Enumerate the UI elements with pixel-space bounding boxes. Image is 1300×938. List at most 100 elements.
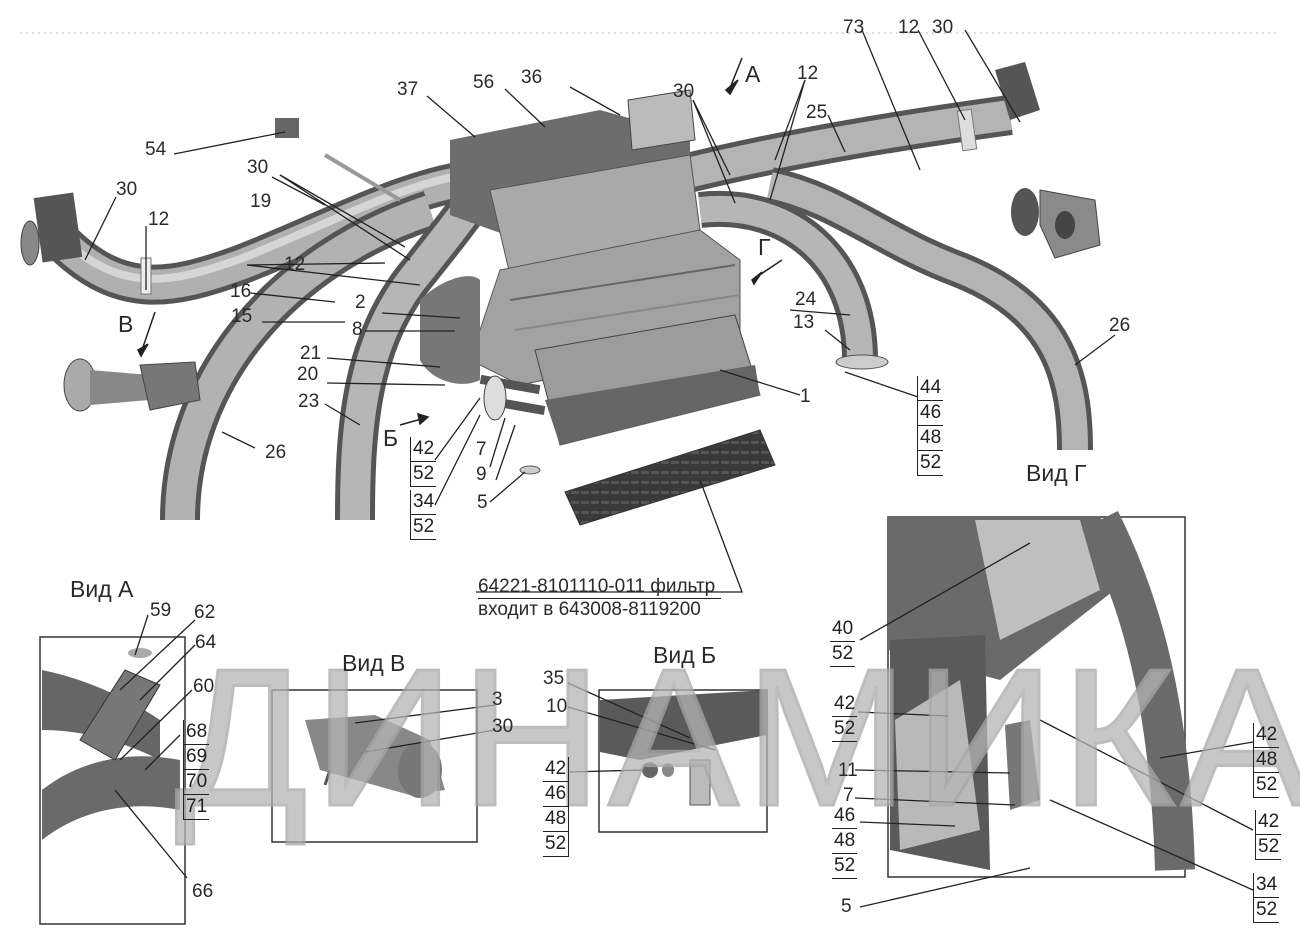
callout-5: 5	[477, 492, 488, 513]
callout-30-right: 30	[932, 17, 954, 38]
view-b-stack-42: 42 46 48 52	[543, 757, 570, 857]
callout-21: 21	[300, 343, 322, 364]
view-a-leaders	[114, 614, 196, 879]
stack-item: 52	[832, 717, 858, 742]
leader-lines	[84, 29, 1116, 593]
callout-24: 24	[795, 289, 817, 310]
callout-56: 56	[473, 72, 495, 93]
view-a-drawing	[39, 636, 186, 925]
callout-12-mid: 12	[284, 254, 306, 275]
stack-item: 42	[1254, 723, 1280, 748]
callout-26-left: 26	[265, 442, 287, 463]
view-g-title: Вид Г	[1026, 460, 1087, 486]
stack-item: 46	[918, 401, 944, 426]
view-g-stack-40: 40 52	[830, 617, 856, 667]
stack-item: 46	[832, 804, 858, 829]
view-a-callout-59: 59	[150, 600, 172, 621]
view-arrow-a-label: А	[745, 61, 761, 87]
duct-26-right	[765, 167, 1093, 451]
view-a-callout-66: 66	[192, 881, 214, 902]
view-v-callout-3: 3	[492, 689, 503, 710]
view-arrow-g-label: Г	[758, 234, 771, 260]
callout-1: 1	[800, 386, 811, 407]
callout-stack-34-52: 34 52	[410, 490, 437, 540]
view-b-title: Вид Б	[653, 642, 717, 668]
callout-9: 9	[476, 464, 487, 485]
callout-54: 54	[145, 139, 167, 160]
callout-12-right: 12	[898, 17, 920, 38]
stack-item: 48	[832, 829, 858, 854]
callout-37: 37	[397, 79, 419, 100]
callout-13: 13	[793, 312, 815, 333]
stack-item: 42	[411, 437, 437, 462]
callout-26-right: 26	[1109, 315, 1131, 336]
view-g-leaders	[854, 542, 1254, 908]
stack-item: 52	[830, 642, 856, 667]
control-panel-unit	[627, 89, 696, 151]
view-g-stack-34: 34 52	[1253, 873, 1280, 923]
stack-item: 40	[830, 617, 856, 642]
stack-item: 42	[832, 692, 858, 717]
view-a-stack-68: 68 69 70 71	[183, 720, 210, 820]
nozzle-loose-right	[1011, 188, 1101, 259]
callout-73: 73	[843, 17, 865, 38]
stack-item: 70	[184, 770, 210, 795]
stack-item: 52	[918, 451, 944, 476]
nozzle-right	[995, 62, 1040, 120]
stack-item: 71	[184, 795, 210, 820]
view-g-callout-11: 11	[838, 760, 858, 781]
nozzle-loose-left	[63, 358, 201, 412]
view-b-callout-35: 35	[543, 668, 565, 689]
stack-item: 48	[543, 807, 569, 832]
stack-item: 52	[1254, 898, 1280, 923]
callout-25: 25	[806, 102, 828, 123]
filter-panel	[564, 429, 776, 526]
view-g-stack-42a: 42 52	[832, 692, 858, 742]
duct-23	[335, 193, 487, 521]
stack-item: 52	[1254, 773, 1280, 798]
view-g-callout-7: 7	[843, 785, 854, 806]
callout-2: 2	[355, 292, 366, 313]
filter-note: 64221-8101110-011 фильтр входит в 643008…	[478, 576, 722, 621]
view-v-leaders	[354, 704, 496, 753]
stack-item: 68	[184, 720, 210, 745]
view-arrow-b-label: Б	[383, 425, 399, 451]
watermark-text: ДИНАМИКА76	[174, 628, 1300, 847]
view-g-stack-46: 46 48 52	[832, 804, 858, 879]
view-arrow-v-label: В	[118, 311, 134, 337]
callout-7: 7	[476, 439, 487, 460]
callout-12-top: 12	[797, 63, 819, 84]
stack-item: 34	[1254, 873, 1280, 898]
callout-19: 19	[250, 191, 272, 212]
callout-16: 16	[230, 281, 252, 302]
heater-unit	[420, 110, 776, 526]
coolant-pipes	[479, 374, 546, 421]
heater-outlet-box	[534, 314, 761, 446]
view-v-title: Вид В	[342, 650, 406, 676]
nozzle-left	[20, 192, 83, 266]
stack-item: 52	[832, 854, 858, 879]
callout-8: 8	[352, 319, 363, 340]
stack-item: 69	[184, 745, 210, 770]
callout-stack-44: 44 46 48 52	[917, 376, 944, 476]
callout-stack-42-52: 42 52	[410, 437, 437, 487]
callout-15: 15	[231, 306, 253, 327]
view-g-drawing	[887, 511, 1195, 878]
view-b-drawing	[598, 689, 768, 833]
stack-item: 48	[1254, 748, 1280, 773]
view-a-title: Вид А	[70, 576, 134, 602]
view-v-drawing	[271, 689, 478, 843]
view-b-callout-10: 10	[546, 696, 568, 717]
view-v-callout-30: 30	[492, 716, 514, 737]
view-g-stack-42b: 42 48 52	[1253, 723, 1280, 798]
duct-clamp-12-right	[956, 108, 978, 152]
view-a-callout-62: 62	[194, 602, 216, 623]
callout-30-top: 30	[673, 81, 695, 102]
stack-item: 42	[543, 757, 569, 782]
view-b-leaders	[567, 682, 716, 773]
stack-item: 42	[1256, 810, 1282, 835]
callout-36: 36	[521, 67, 543, 88]
callout-12-left: 12	[148, 209, 170, 230]
view-g-stack-42c: 42 52	[1255, 810, 1282, 860]
